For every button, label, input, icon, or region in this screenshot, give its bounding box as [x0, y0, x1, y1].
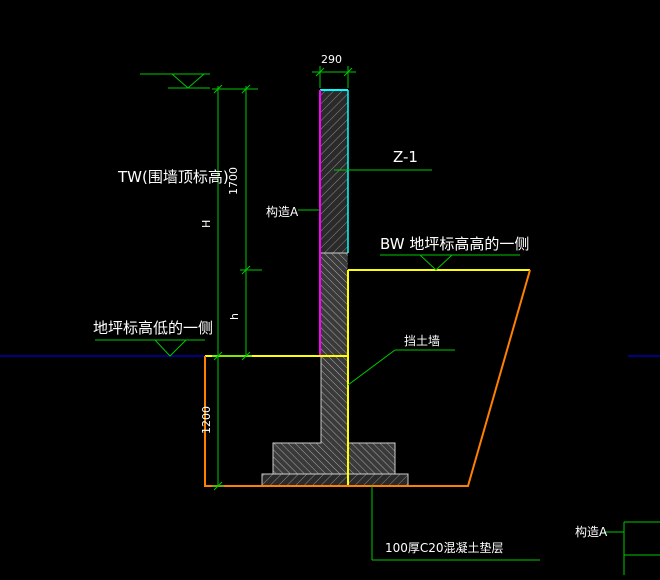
- dim-tick: [213, 481, 223, 491]
- cushion-layer: [261, 473, 409, 487]
- upper-wall-base: [321, 253, 347, 355]
- elev-marker-tw-triangle: [171, 73, 205, 89]
- dim-tick: [343, 67, 353, 77]
- label-cushion: 100厚C20混凝土垫层: [385, 540, 504, 555]
- dim-tick: [241, 84, 251, 94]
- dim-tick: [213, 351, 223, 361]
- dim-text-1200: 1200: [200, 406, 213, 434]
- label-struct-a: 构造A: [266, 204, 299, 219]
- dim-tick: [241, 351, 251, 361]
- label-tw: TW(围墙顶标高): [117, 168, 229, 186]
- label-low-side: 地坪标高低的一侧: [93, 319, 213, 337]
- dim-tick: [315, 67, 325, 77]
- dim-text-1700: 1700: [227, 167, 240, 195]
- dim-tick: [213, 84, 223, 94]
- label-struct-a-legend: 构造A: [575, 524, 608, 539]
- dim-text-H: H: [200, 220, 213, 228]
- elev-marker-low-triangle: [154, 339, 187, 357]
- dim-text-290: 290: [321, 53, 342, 66]
- retaining-wall-stem-footing: [272, 355, 396, 475]
- dim-tick: [241, 265, 251, 275]
- orange-excavation-outline: [204, 269, 531, 487]
- leader-retaining-wall-a: [347, 349, 396, 386]
- label-bw: BW 地坪标高高的一侧: [380, 235, 529, 253]
- elev-marker-bw-triangle: [419, 254, 453, 271]
- label-retaining-wall: 挡土墙: [404, 334, 440, 348]
- dim-text-h: h: [228, 313, 241, 320]
- label-z1: Z-1: [393, 148, 418, 166]
